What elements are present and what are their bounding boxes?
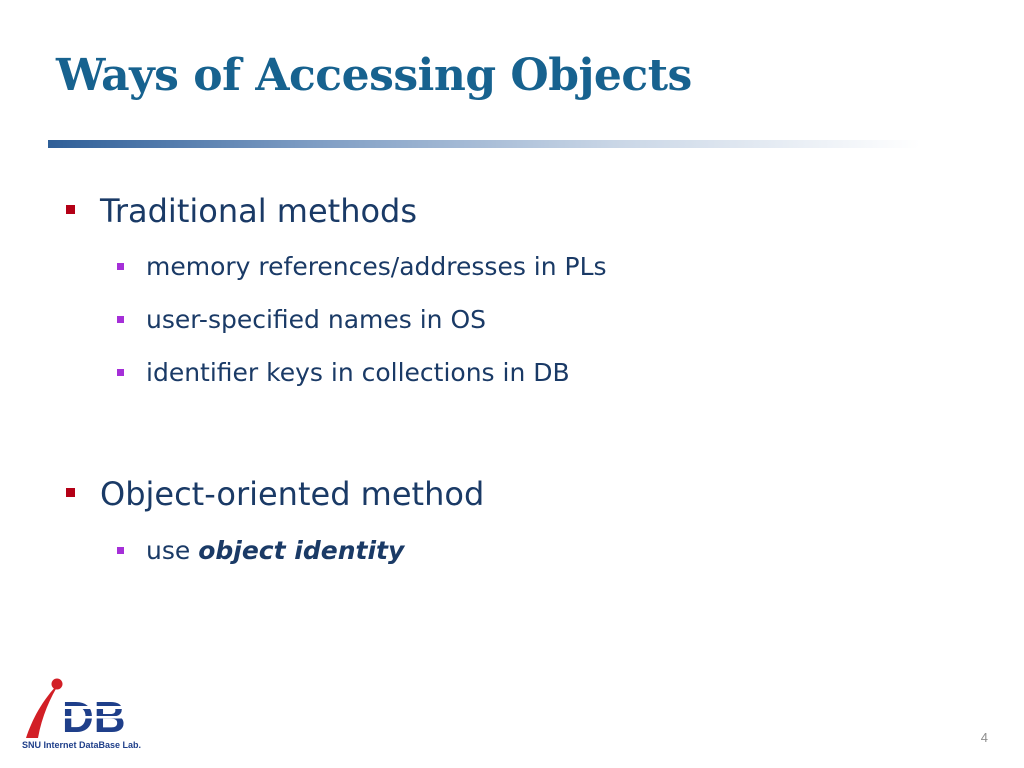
bullet-level1: Traditional methods [100,192,418,230]
small-square-bullet-icon [117,263,124,270]
small-square-bullet-icon [117,547,124,554]
bullet-level1: Object-oriented method [100,475,485,513]
page-number: 4 [980,730,988,745]
square-bullet-icon [66,488,75,497]
idb-logo-mark: i DB [20,676,134,740]
bullet-prefix: use [146,536,199,565]
bullet-level2: memory references/addresses in PLs [146,252,607,281]
idb-logo: i DB SNU Internet DataBase Lab. [20,676,150,756]
logo-caption: SNU Internet DataBase Lab. [22,740,142,750]
small-square-bullet-icon [117,369,124,376]
bullet-level2: user-specified names in OS [146,305,487,334]
bullet-level2: identifier keys in collections in DB [146,358,570,387]
small-square-bullet-icon [117,316,124,323]
bullet-emphasis: object identity [198,536,405,565]
slide-title: Ways of Accessing Objects [56,50,692,101]
svg-text:i: i [20,676,21,677]
bullet-level2: use object identity [146,536,404,565]
square-bullet-icon [66,205,75,214]
title-underline [48,140,920,148]
